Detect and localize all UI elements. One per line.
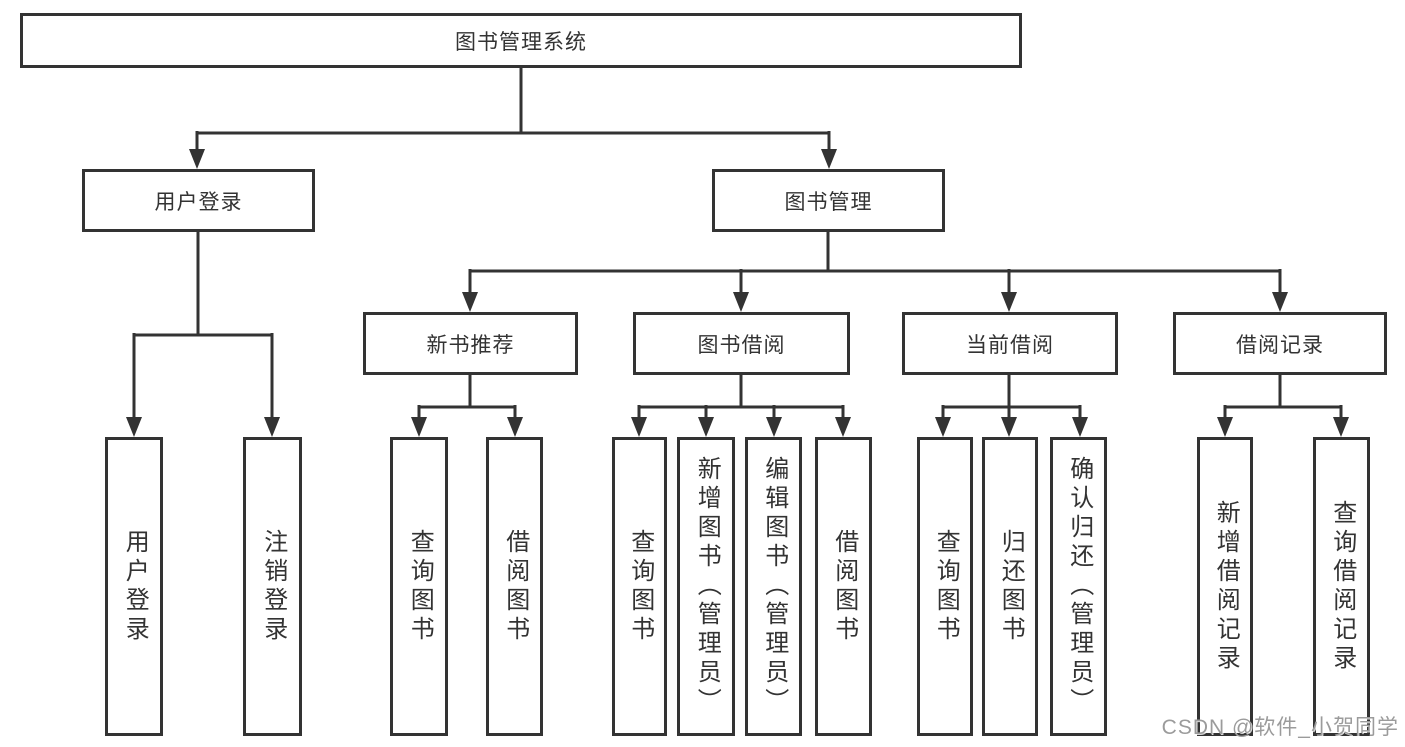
arrowhead-icon xyxy=(126,417,142,437)
arrowhead-icon xyxy=(698,417,714,437)
leaf-cb-query-books: 查询图书 xyxy=(917,437,973,736)
arrowhead-icon xyxy=(1272,292,1288,312)
node-current-borrow: 当前借阅 xyxy=(902,312,1118,375)
arrowhead-icon xyxy=(1001,292,1017,312)
leaf-bb-borrow-books-label: 借阅图书 xyxy=(830,528,858,645)
arrowhead-icon xyxy=(264,417,280,437)
arrowhead-icon xyxy=(189,149,205,169)
arrowhead-icon xyxy=(1333,417,1349,437)
leaf-bb-add-books-admin-label: 新增图书（管理员） xyxy=(693,456,721,717)
arrowhead-icon xyxy=(733,292,749,312)
arrowhead-icon xyxy=(507,417,523,437)
leaf-nbr-borrow-books-label: 借阅图书 xyxy=(501,528,529,645)
leaf-user-login: 用户登录 xyxy=(105,437,163,736)
node-new-book-recommend: 新书推荐 xyxy=(363,312,578,375)
leaf-bb-edit-books-admin-label: 编辑图书（管理员） xyxy=(760,456,788,717)
leaf-bb-query-books: 查询图书 xyxy=(612,437,667,736)
leaf-br-add-record: 新增借阅记录 xyxy=(1197,437,1253,736)
leaf-br-query-record-label: 查询借阅记录 xyxy=(1328,499,1356,674)
leaf-cb-return-books-label: 归还图书 xyxy=(997,528,1025,645)
csdn-watermark: CSDN @软件_小贺同学 xyxy=(1161,716,1399,739)
leaf-nbr-borrow-books: 借阅图书 xyxy=(486,437,543,736)
node-book-management-branch: 图书管理 xyxy=(712,169,945,232)
leaf-cb-confirm-return-admin: 确认归还（管理员） xyxy=(1050,437,1107,736)
leaf-bb-add-books-admin: 新增图书（管理员） xyxy=(677,437,735,736)
arrowhead-icon xyxy=(835,417,851,437)
leaf-nbr-query-books-label: 查询图书 xyxy=(406,528,434,645)
leaf-bb-borrow-books: 借阅图书 xyxy=(815,437,872,736)
arrowhead-icon xyxy=(821,149,837,169)
arrowhead-icon xyxy=(411,417,427,437)
node-user-login-branch: 用户登录 xyxy=(82,169,315,232)
arrowhead-icon xyxy=(1001,417,1017,437)
arrowhead-icon xyxy=(935,417,951,437)
node-book-borrow: 图书借阅 xyxy=(633,312,850,375)
node-borrow-records: 借阅记录 xyxy=(1173,312,1387,375)
leaf-cb-return-books: 归还图书 xyxy=(982,437,1038,736)
leaf-nbr-query-books: 查询图书 xyxy=(390,437,448,736)
leaf-cb-confirm-return-admin-label: 确认归还（管理员） xyxy=(1065,456,1093,717)
leaf-logout-label: 注销登录 xyxy=(259,528,287,645)
arrowhead-icon xyxy=(1072,417,1088,437)
leaf-br-add-record-label: 新增借阅记录 xyxy=(1212,499,1240,674)
arrowhead-icon xyxy=(766,417,782,437)
node-root-library-management-system: 图书管理系统 xyxy=(20,13,1022,68)
leaf-logout: 注销登录 xyxy=(243,437,302,736)
arrowhead-icon xyxy=(631,417,647,437)
leaf-br-query-record: 查询借阅记录 xyxy=(1313,437,1370,736)
leaf-user-login-label: 用户登录 xyxy=(121,528,149,645)
leaf-bb-query-books-label: 查询图书 xyxy=(626,528,654,645)
leaf-cb-query-books-label: 查询图书 xyxy=(932,528,960,645)
arrowhead-icon xyxy=(462,292,478,312)
leaf-bb-edit-books-admin: 编辑图书（管理员） xyxy=(745,437,802,736)
arrowhead-icon xyxy=(1217,417,1233,437)
